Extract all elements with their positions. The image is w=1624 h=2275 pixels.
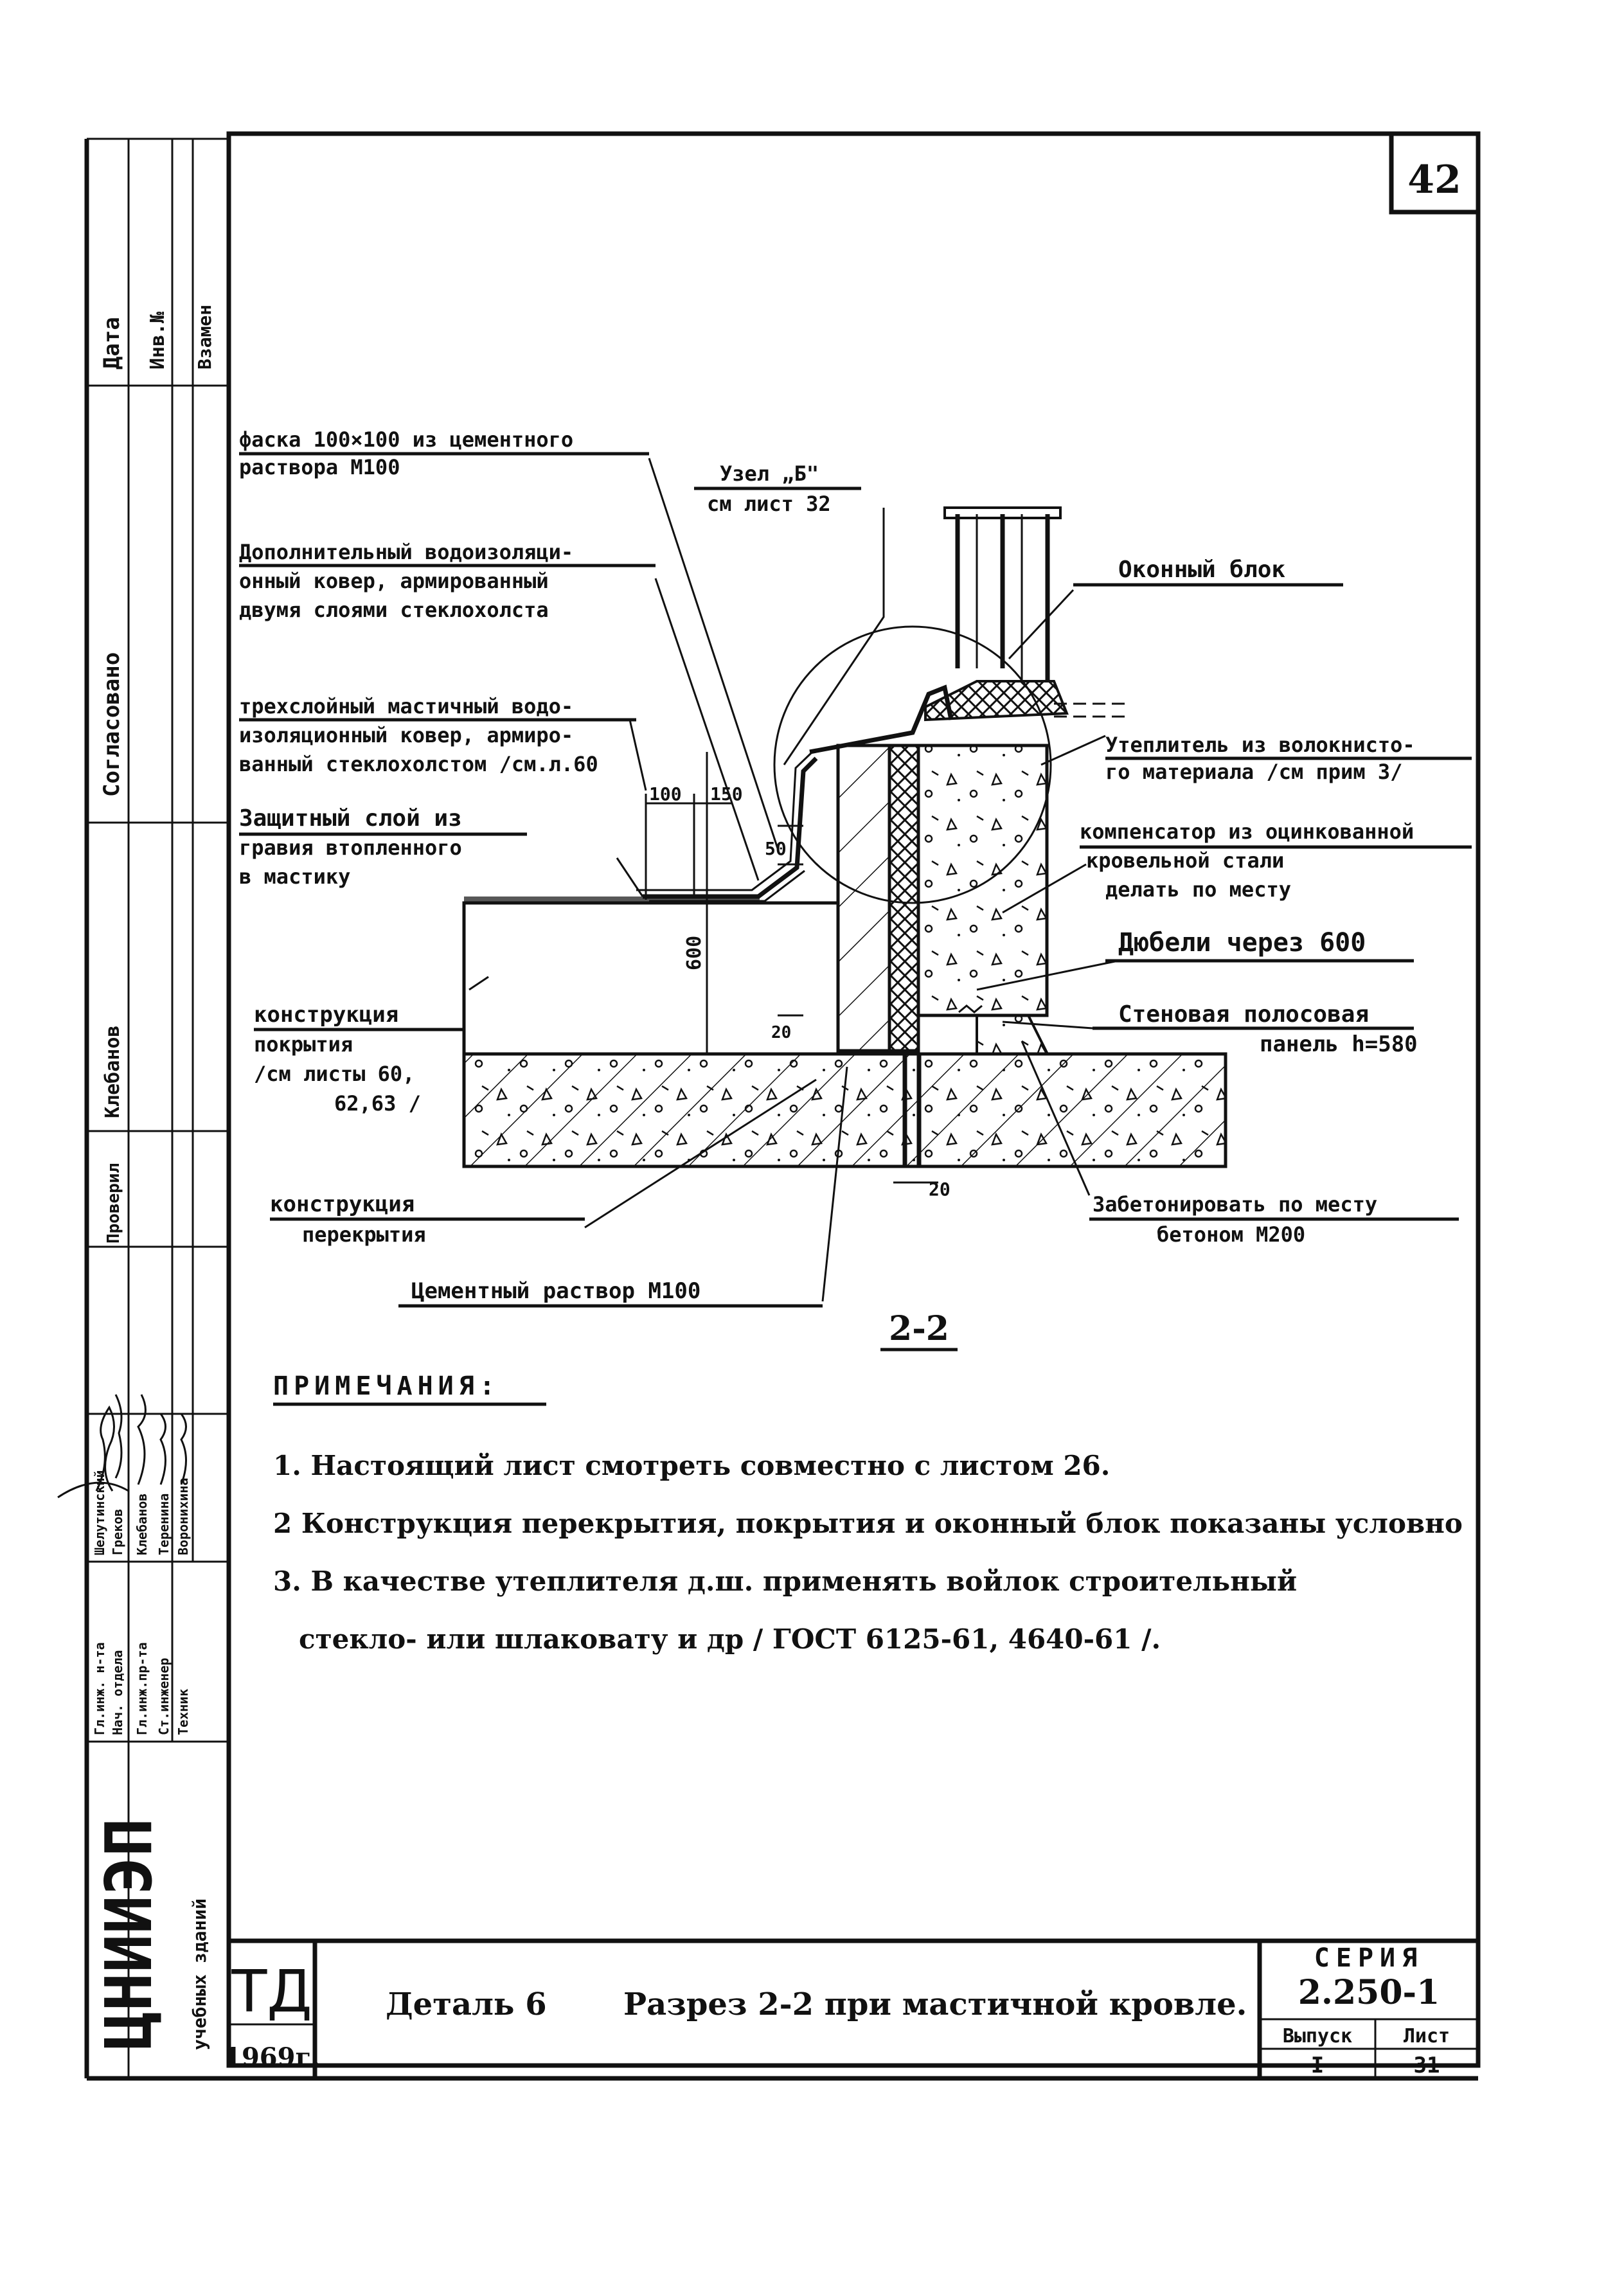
section-title: 2-2 bbox=[889, 1309, 949, 1348]
org-subtitle: учебных зданий bbox=[189, 1898, 210, 2050]
callout-insulation-1: Утеплитель из волокнисто- bbox=[1105, 733, 1415, 757]
sheet-frame bbox=[84, 131, 1481, 2081]
tb-year: 1969г. bbox=[224, 2042, 320, 2073]
callout-wall-panel-1: Стеновая полосовая bbox=[1118, 1001, 1369, 1028]
strip-name-4: Теренина bbox=[156, 1494, 172, 1555]
roof-construction bbox=[462, 901, 840, 1056]
dim-20-a: 20 bbox=[771, 1023, 791, 1042]
page-number: 42 bbox=[1407, 157, 1461, 202]
callout-compensator-3: делать по месту bbox=[1105, 877, 1291, 902]
strip-replace-label: Взамен bbox=[194, 305, 215, 370]
window-block bbox=[924, 506, 1131, 722]
tb-series: 2.250-1 bbox=[1298, 1973, 1440, 2012]
tb-issue-label: Выпуск bbox=[1283, 2025, 1352, 2048]
notes-heading: ПРИМЕЧАНИЯ: bbox=[273, 1371, 500, 1401]
dim-600: 600 bbox=[683, 936, 706, 970]
left-strip: Дата Инв.№ Взамен Согласовано Клебанов П… bbox=[57, 305, 215, 2050]
tb-detail: Деталь 6 bbox=[386, 1986, 547, 2022]
strip-date-label: Дата bbox=[99, 317, 125, 370]
strip-role-2: Нач. отдела bbox=[110, 1650, 125, 1735]
strip-klebanov-label: Клебанов bbox=[102, 1026, 124, 1119]
strip-approved-label: Согласовано bbox=[99, 652, 125, 797]
callout-dop-kover-2: онный ковер, армированный bbox=[239, 569, 549, 593]
section-drawing bbox=[462, 506, 1227, 1168]
callout-tresloyny-1: трехслойный мастичный водо- bbox=[239, 694, 573, 718]
strip-role-4: Ст.инженер bbox=[156, 1658, 172, 1735]
leader-lines bbox=[468, 458, 1119, 1302]
note-2: 2 Конструкция перекрытия, покрытия и око… bbox=[273, 1508, 1463, 1539]
strip-name-5: Воронихина bbox=[175, 1478, 191, 1555]
callouts: фаска 100×100 из цементного раствора М10… bbox=[239, 427, 1472, 1308]
callout-roof-1: конструкция bbox=[254, 1002, 398, 1028]
callout-cement: Цементный раствор М100 bbox=[411, 1278, 700, 1304]
tb-issue: I bbox=[1311, 2053, 1324, 2078]
callout-concrete-1: Забетонировать по месту bbox=[1093, 1192, 1377, 1217]
wall-inner-layer bbox=[836, 744, 891, 1053]
org-name: ЦНИИЭП bbox=[91, 1818, 166, 2050]
callout-floor-2: перекрытия bbox=[302, 1222, 426, 1247]
dimension-lines: 100 150 50 600 20 20 bbox=[645, 752, 950, 1200]
tb-sheet: 31 bbox=[1414, 2053, 1440, 2078]
callout-insulation-2: го материала /см прим 3/ bbox=[1105, 760, 1402, 784]
callout-tresloyny-2: изоляционный ковер, армиро- bbox=[239, 723, 573, 747]
callout-concrete-2: бетоном М200 bbox=[1157, 1222, 1305, 1247]
callout-uzel-1: Узел „Б" bbox=[720, 461, 819, 486]
callout-roof-3: /см листы 60, bbox=[254, 1062, 415, 1086]
callout-wall-panel-2: панель h=580 bbox=[1260, 1031, 1418, 1057]
callout-gravel-2: гравия втопленного bbox=[239, 835, 462, 860]
title-block: ТД 1969г. Деталь 6 Разрез 2-2 при мастич… bbox=[224, 1938, 1478, 2078]
callout-gravel-3: в мастику bbox=[239, 864, 350, 889]
signatures bbox=[57, 1394, 187, 1499]
callout-dop-kover-1: Дополнительный водоизоляци- bbox=[239, 540, 573, 564]
callout-floor-1: конструкция bbox=[270, 1191, 415, 1217]
sill-flashing bbox=[809, 684, 954, 754]
note-3: 3. В качестве утеплителя д.ш. применять … bbox=[273, 1566, 1297, 1597]
tb-title: Разрез 2-2 при мастичной кровле. bbox=[623, 1986, 1247, 2022]
note-3-cont: стекло- или шлаковату и др / ГОСТ 6125-6… bbox=[299, 1623, 1161, 1655]
callout-compensator-2: кровельной стали bbox=[1086, 848, 1284, 873]
dim-20-b: 20 bbox=[929, 1179, 950, 1200]
strip-role-5: Техник bbox=[175, 1689, 191, 1735]
callout-compensator-1: компенсатор из оцинкованной bbox=[1080, 819, 1414, 844]
node-b-circle bbox=[773, 625, 1052, 904]
strip-role-1: Гл.инж. н-та bbox=[92, 1643, 107, 1736]
strip-checked-label: Проверил bbox=[104, 1163, 123, 1244]
strip-inv-label: Инв.№ bbox=[147, 311, 169, 370]
tb-series-label: СЕРИЯ bbox=[1314, 1943, 1423, 1973]
callout-dowels: Дюбели через 600 bbox=[1118, 928, 1366, 958]
callout-tresloyny-3: ванный стеклохолстом /см.л.60 bbox=[239, 752, 598, 776]
strip-name-2: Греков bbox=[110, 1509, 125, 1555]
insulation-layer bbox=[888, 744, 920, 1053]
callout-faska-1: фаска 100×100 из цементного bbox=[239, 427, 573, 452]
waterproofing-carpet bbox=[643, 756, 818, 899]
callout-roof-2: покрытия bbox=[254, 1032, 353, 1057]
callout-roof-4: 62,63 / bbox=[334, 1091, 421, 1116]
callout-uzel-2: см лист 32 bbox=[707, 492, 831, 516]
concreting-zone bbox=[976, 1014, 1050, 1055]
note-1: 1. Настоящий лист смотреть совместно с л… bbox=[273, 1450, 1110, 1481]
dim-100: 100 bbox=[649, 783, 682, 805]
tb-code: ТД bbox=[231, 1958, 312, 2026]
callout-dop-kover-3: двумя слоями стеклохолста bbox=[239, 598, 549, 622]
strip-role-3: Гл.инж.пр-та bbox=[134, 1643, 150, 1736]
tb-sheet-label: Лист bbox=[1404, 2025, 1450, 2048]
callout-faska-2: раствора М100 bbox=[239, 455, 400, 479]
callout-gravel-1: Защитный слой из bbox=[239, 805, 462, 832]
strip-name-3: Клебанов bbox=[134, 1494, 150, 1555]
wall-panel bbox=[916, 744, 1049, 1017]
notes: ПРИМЕЧАНИЯ: 1. Настоящий лист смотреть с… bbox=[273, 1371, 1463, 1655]
callout-window-block: Оконный блок bbox=[1118, 557, 1285, 583]
page-number-box: 42 bbox=[1389, 131, 1481, 215]
